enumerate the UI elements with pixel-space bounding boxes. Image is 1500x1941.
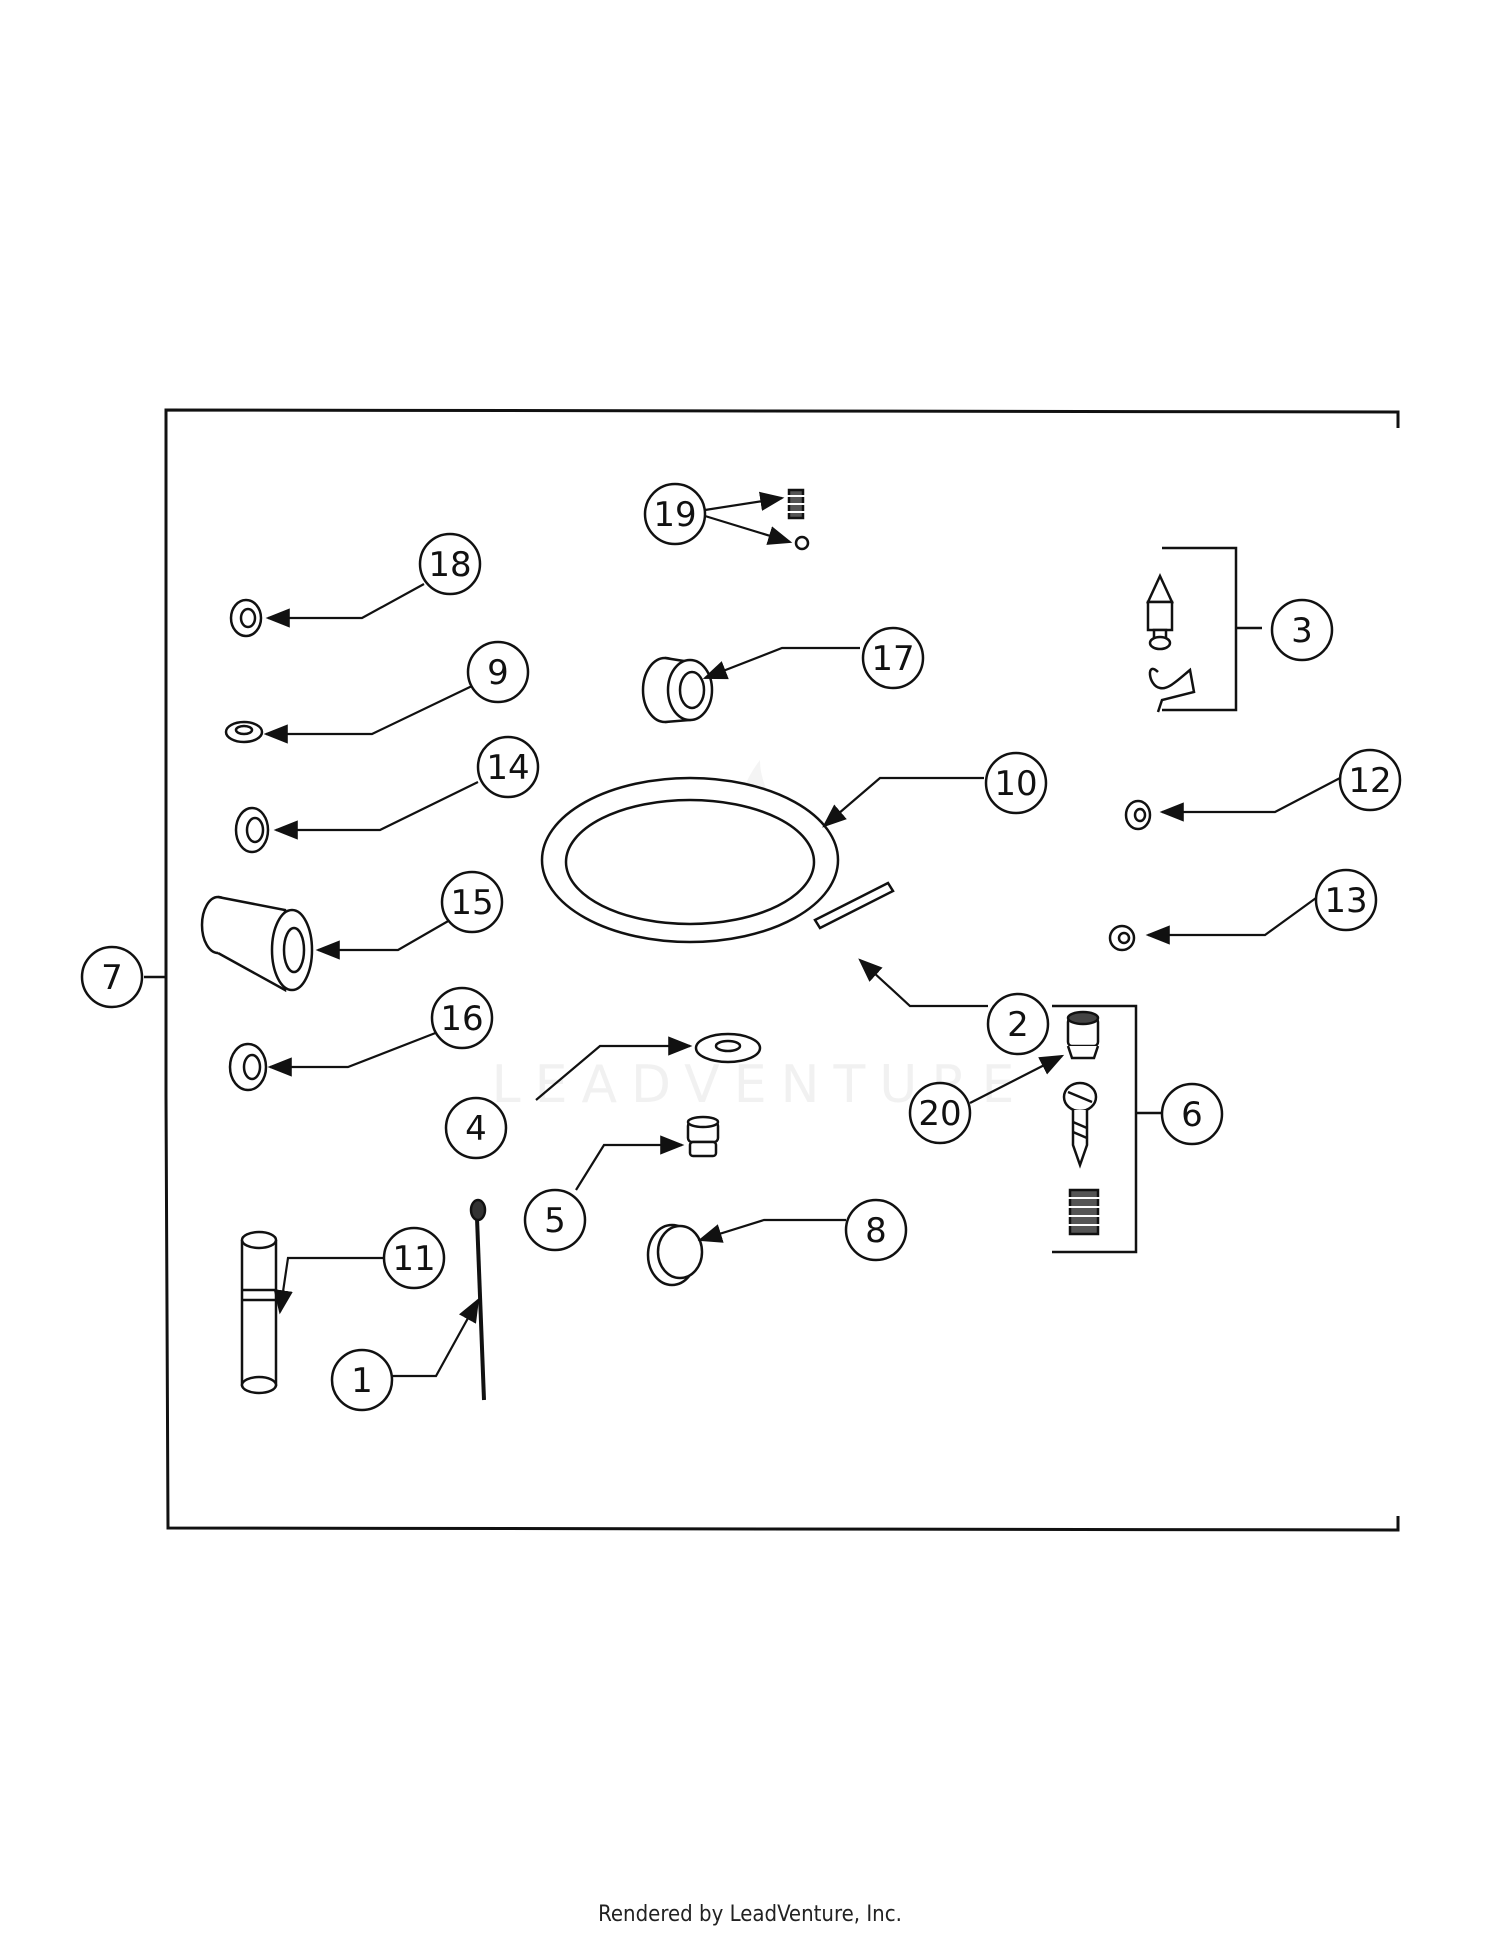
callout-20 [908,1081,972,1145]
group-brackets [144,546,1262,1254]
part-9-cup-icon [224,720,264,744]
callout-label-7: 7 [101,958,123,998]
callout-labels: 18 9 14 15 16 7 11 1 19 17 10 2 4 5 8 20… [101,495,1391,1401]
part-2-pin-icon [813,881,895,930]
part-17-seal-icon [641,656,714,724]
callout-label-13: 13 [1324,881,1367,921]
part-19-spring-ball-icon [787,488,810,551]
callout-label-18: 18 [428,545,471,585]
parts [200,488,1196,1401]
callout-label-14: 14 [486,748,529,788]
part-11-tube-icon [240,1230,278,1395]
part-1-rod-icon [469,1198,487,1401]
callout-label-16: 16 [440,999,483,1039]
callout-label-5: 5 [544,1201,566,1241]
callout-18 [418,532,482,596]
callout-6 [1160,1082,1224,1146]
part-12-clip-icon [1124,799,1152,831]
callout-label-3: 3 [1291,611,1313,651]
part-4-washer-icon [694,1032,762,1064]
callout-label-9: 9 [487,653,509,693]
callout-8 [844,1198,908,1262]
callout-label-11: 11 [392,1239,435,1279]
part-15-bushing-icon [200,895,314,993]
callout-4 [444,1096,508,1160]
callout-12 [1338,748,1402,812]
callout-label-4: 4 [465,1109,487,1149]
callout-11 [382,1226,446,1290]
part-5-jet-icon [686,1115,720,1158]
callout-10 [984,751,1048,815]
callout-label-10: 10 [994,764,1037,804]
callout-7 [80,945,144,1009]
part-16-washer-icon [228,1042,268,1092]
part-13-clip-icon [1108,924,1136,952]
callout-label-15: 15 [450,883,493,923]
part-14-washer-icon [234,806,270,854]
callout-16 [430,986,494,1050]
callout-label-6: 6 [1181,1095,1203,1135]
part-10-oring-icon [540,776,840,944]
callout-label-19: 19 [653,495,696,535]
callout-2 [986,992,1050,1056]
callout-label-20: 20 [918,1094,961,1134]
part-6-spring-icon [1068,1188,1100,1236]
part-6-screw-icon [1062,1081,1098,1169]
leader-lines [263,491,1341,1378]
part-20-fitting-icon [1066,1010,1100,1060]
kit-frame [164,408,1400,1532]
callout-5 [523,1188,587,1252]
callout-14 [476,735,540,799]
callout-3 [1270,598,1334,662]
callout-15 [440,870,504,934]
callout-1 [330,1348,394,1412]
callout-label-1: 1 [351,1361,373,1401]
callout-label-17: 17 [871,639,914,679]
callout-19 [643,482,707,546]
callout-9 [466,640,530,704]
part-3-needle-icon [1146,573,1196,713]
footer-credit: Rendered by LeadVenture, Inc. [598,1902,902,1927]
part-8-plug-icon [646,1223,704,1287]
callout-13 [1314,868,1378,932]
part-18-washer-icon [229,598,263,638]
callouts [80,482,1402,1412]
callout-label-8: 8 [865,1211,887,1251]
callout-label-12: 12 [1348,761,1391,801]
callout-17 [861,626,925,690]
callout-label-2: 2 [1007,1005,1029,1045]
